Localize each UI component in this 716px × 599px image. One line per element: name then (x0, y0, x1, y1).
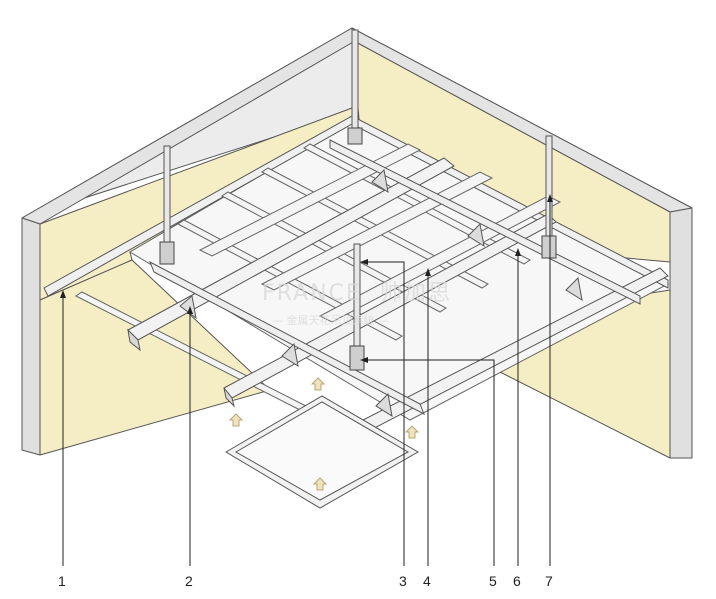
leader-arrowheads (60, 194, 553, 363)
callout-7: 7 (545, 573, 553, 589)
callout-1: 1 (58, 573, 66, 589)
right-wall-edge (669, 207, 693, 459)
arrow-up-icon (228, 413, 244, 427)
watermark-tagline: — 金属天花吊顶系统 — (272, 313, 389, 327)
hanger-brackets (159, 127, 557, 371)
callout-6: 6 (513, 573, 521, 589)
install-arrows (228, 377, 420, 491)
callout-5: 5 (489, 573, 497, 589)
leader-lines (62, 198, 551, 566)
watermark: FRANCE 帅加思 — 金属天花吊顶系统 — (262, 281, 452, 327)
callout-2: 2 (185, 573, 193, 589)
callout-3: 3 (399, 573, 407, 589)
callout-labels: 1 2 3 4 5 6 7 (58, 573, 553, 589)
leader-line-5 (364, 359, 495, 566)
connecting-clips (179, 168, 583, 418)
leader-line-3 (364, 261, 405, 566)
watermark-brand-cn: 帅加思 (380, 281, 452, 306)
ceiling-tile (225, 395, 419, 509)
callout-4: 4 (423, 573, 431, 589)
arrow-up-icon (312, 477, 328, 491)
arrow-up-icon (404, 425, 420, 439)
left-wall-edge (21, 217, 41, 456)
watermark-brand-latin: FRANCE (262, 281, 362, 306)
arrow-up-icon (310, 377, 326, 391)
